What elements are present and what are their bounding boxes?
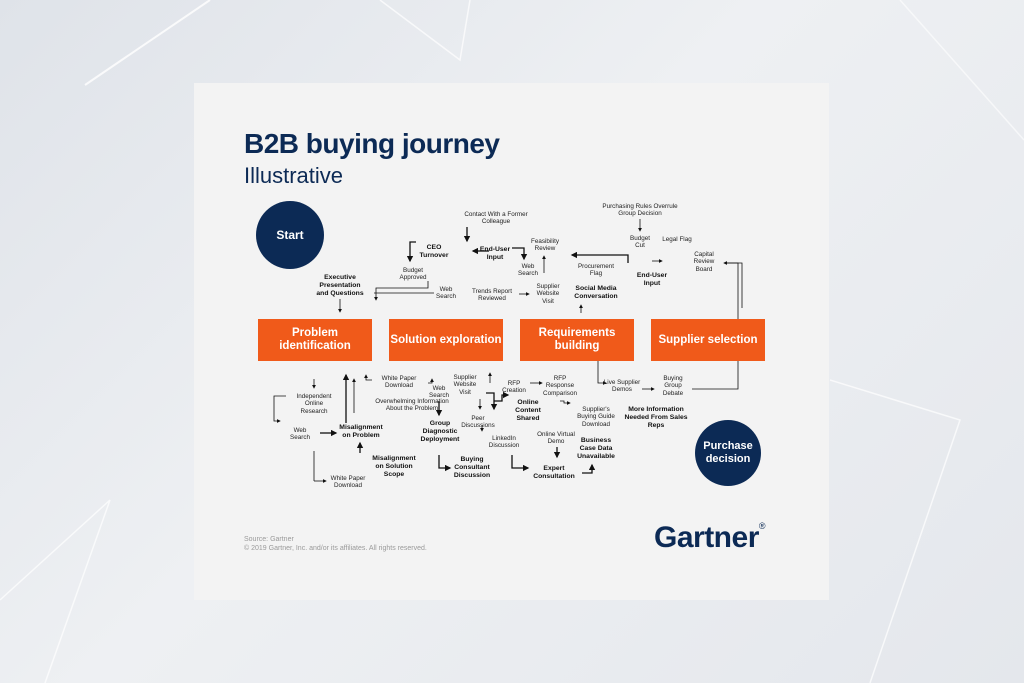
- gartner-logo: Gartner®: [654, 521, 766, 555]
- label-budget-approved: Budget Approved: [399, 267, 427, 282]
- stage-requirements-building: Requirements building: [520, 319, 634, 361]
- purchase-decision-node: Purchase decision: [695, 420, 761, 486]
- label-procurement-flag: Procurement Flag: [577, 263, 615, 278]
- label-misalignment-problem: Misalignment on Problem: [339, 424, 383, 439]
- stage-solution-exploration: Solution exploration: [389, 319, 503, 361]
- label-supplier-site-mid: Supplier Website Visit: [453, 374, 477, 396]
- diagram-title: B2B buying journey: [244, 128, 500, 159]
- label-purchasing-rules: Purchasing Rules Overrule Group Decision: [602, 203, 678, 218]
- copyright-line: © 2019 Gartner, Inc. and/or its affiliat…: [244, 545, 427, 552]
- label-supplier-site-top: Supplier Website Visit: [536, 283, 560, 305]
- label-capital-review: Capital Review Board: [693, 251, 715, 273]
- label-online-demo: Online Virtual Demo: [537, 431, 575, 446]
- label-linkedin: LinkedIn Discussion: [488, 435, 520, 450]
- label-more-info: More Information Needed From Sales Reps: [624, 406, 688, 429]
- label-live-demos: Live Supplier Demos: [603, 379, 641, 394]
- label-buying-consultant: Buying Consultant Discussion: [453, 456, 491, 479]
- label-web-search-top1: Web Search: [518, 263, 538, 278]
- label-rfp-comparison: RFP Response Comparison: [543, 375, 577, 397]
- label-rfp-creation: RFP Creation: [502, 380, 526, 395]
- label-expert-consultation: Expert Consultation: [533, 465, 575, 480]
- label-end-user-input-1: End-User Input: [479, 246, 511, 261]
- logo-registered-mark: ®: [758, 521, 766, 531]
- label-buying-guide: Supplier's Buying Guide Download: [577, 406, 615, 428]
- start-node: Start: [256, 201, 324, 269]
- label-independent-research: Independent Online Research: [296, 393, 332, 415]
- label-ceo-turnover: CEO Turnover: [419, 244, 449, 259]
- label-white-paper-mid: White Paper Download: [381, 375, 417, 390]
- diagram-subtitle: Illustrative: [244, 163, 344, 188]
- label-peer-discussions: Peer Discussions: [461, 415, 495, 430]
- stage-problem-identification: Problem identification: [258, 319, 372, 361]
- stage-supplier-selection: Supplier selection: [651, 319, 765, 361]
- label-overwhelming-info: Overwhelming Information About the Probl…: [375, 398, 449, 413]
- label-social-media: Social Media Conversation: [574, 285, 618, 300]
- label-web-search-left: Web Search: [290, 427, 310, 442]
- label-budget-cut: Budget Cut: [630, 235, 650, 250]
- label-white-paper-left: White Paper Download: [330, 475, 366, 490]
- label-trends-report: Trends Report Reviewed: [471, 288, 512, 303]
- logo-text: Gartner: [654, 521, 759, 554]
- label-web-search-top2: Web Search: [436, 286, 456, 301]
- journey-card: B2B buying journey Illustrative: [194, 83, 829, 600]
- label-group-diagnostic: Group Diagnostic Deployment: [420, 420, 460, 443]
- label-misalignment-scope: Misalignment on Solution Scope: [372, 455, 416, 478]
- label-online-content: Online Content Shared: [515, 399, 541, 422]
- label-feasibility-review: Feasibility Review: [531, 238, 559, 253]
- label-web-search-mid: Web Search: [429, 385, 449, 400]
- label-buying-group-debate: Buying Group Debate: [662, 375, 684, 397]
- label-end-user-input-2: End-User Input: [636, 272, 668, 287]
- label-exec-presentation: Executive Presentation and Questions: [316, 274, 364, 297]
- label-business-case: Business Case Data Unavailable: [577, 437, 615, 460]
- label-former-colleague: Contact With a Former Colleague: [464, 211, 528, 226]
- source-line-1: Source: Gartner: [244, 536, 294, 543]
- source-note: Source: Gartner © 2019 Gartner, Inc. and…: [244, 535, 427, 553]
- label-legal-flag: Legal Flag: [662, 236, 692, 243]
